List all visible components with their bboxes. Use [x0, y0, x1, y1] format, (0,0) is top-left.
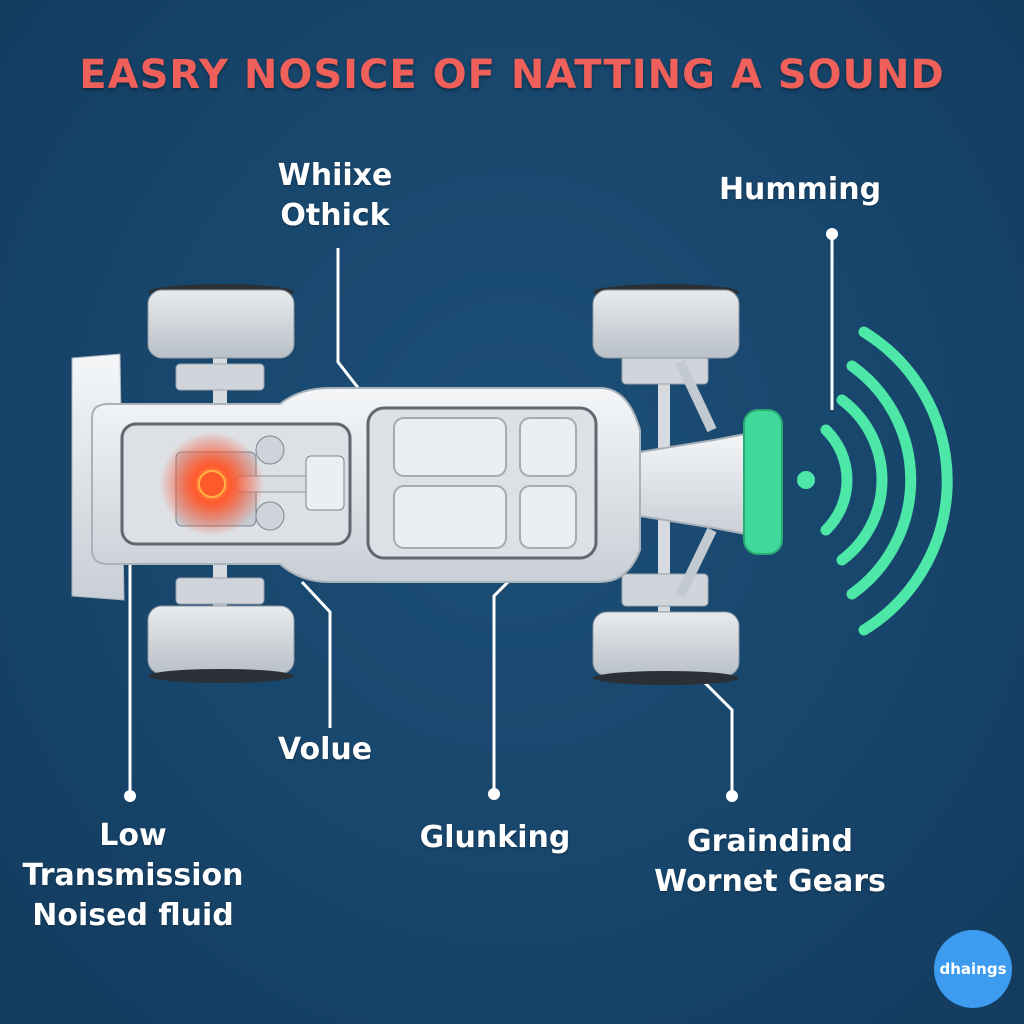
brand-logo-badge: dhaings: [934, 930, 1012, 1008]
wheel-rear-bottom: [147, 605, 295, 683]
leader-dots: [124, 228, 838, 802]
label-grinding: Graindind Wornet Gears: [640, 822, 900, 902]
wheel-front-bottom: [592, 611, 740, 685]
sound-wave-3: [846, 360, 917, 600]
wheel-rear-top: [147, 284, 295, 359]
sound-wave-2: [836, 394, 888, 566]
label-grinding-line1: Graindind: [687, 824, 853, 859]
label-low-line3: Noised fluid: [32, 898, 234, 933]
leader-volue: [300, 580, 332, 728]
label-clunking: Glunking: [419, 820, 571, 855]
leader-grinding: [688, 666, 734, 796]
output-shaft: [639, 430, 757, 538]
label-whine-line1: Whiixe: [277, 158, 393, 193]
label-low-transmission: Low Transmission Noised fluid: [8, 816, 258, 936]
label-low-line1: Low: [99, 818, 167, 853]
sound-wave-1: [820, 424, 853, 536]
label-low-line2: Transmission: [22, 858, 244, 893]
leader-clunking: [492, 560, 530, 794]
diagram-title: EASRY NOSICE OF NATTING A SOUND: [79, 52, 945, 98]
output-flange: [743, 409, 783, 555]
sound-waves: [797, 326, 953, 636]
rear-axle: [175, 340, 265, 622]
valve-blocks: [393, 417, 577, 549]
label-humming: Humming: [718, 172, 882, 207]
label-grinding-line2: Wornet Gears: [654, 864, 886, 899]
sound-source-dot: [797, 471, 815, 489]
label-volue: Volue: [277, 732, 373, 767]
brand-logo-text: dhaings: [939, 960, 1007, 978]
wheel-front-top: [592, 284, 740, 359]
leader-whine: [336, 248, 368, 399]
leader-lines: [128, 234, 834, 796]
hot-spot: [198, 470, 226, 498]
label-whine-line2: Othick: [280, 198, 390, 233]
label-whine: Whiixe Othick: [250, 156, 420, 236]
sound-wave-4: [858, 326, 953, 636]
